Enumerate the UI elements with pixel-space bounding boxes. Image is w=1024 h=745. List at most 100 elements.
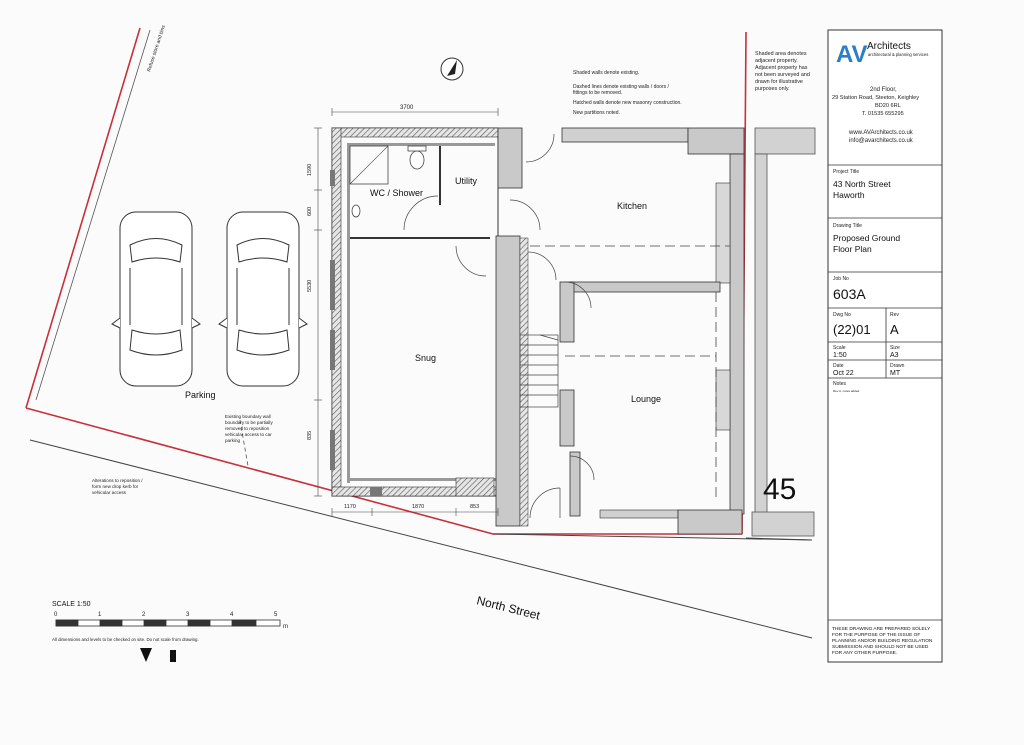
- company-web: www.AVArchitects.co.uk: [848, 130, 914, 136]
- footer-disclaimer: THESE DRAWING ARE PREPARED SOLELY FOR TH…: [832, 626, 933, 656]
- company-email: info@avarchitects.co.uk: [849, 138, 914, 144]
- svg-text:1: 1: [98, 612, 102, 618]
- svg-text:0: 0: [54, 612, 58, 618]
- svg-text:Rev: Rev: [890, 312, 899, 318]
- note-dashed-2: fittings to be removed.: [573, 90, 622, 96]
- svg-text:FOR THE PURPOSE OF THE ISSUE O: FOR THE PURPOSE OF THE ISSUE OF: [832, 632, 920, 638]
- car-right: [218, 211, 308, 387]
- svg-text:adjacent property.: adjacent property.: [755, 58, 798, 64]
- boundary-removal-line: [239, 419, 249, 467]
- svg-text:Existing boundary wall: Existing boundary wall: [225, 414, 271, 419]
- room-parking: Parking: [185, 390, 216, 400]
- svg-text:Size: Size: [890, 345, 900, 351]
- snug-block: [330, 127, 541, 497]
- svg-text:FOR ANY OTHER PURPOSE.: FOR ANY OTHER PURPOSE.: [832, 650, 897, 656]
- svg-text:SUBMISSION AND SHOULD NOT BE U: SUBMISSION AND SHOULD NOT BE USED: [832, 644, 929, 650]
- svg-text:Date: Date: [833, 363, 844, 369]
- company-tagline: architectural & planning services: [868, 52, 928, 57]
- notes-text: Rev A, notes added.: [833, 389, 860, 393]
- room-kitchen: Kitchen: [617, 201, 647, 211]
- project-title-line1: 43 North Street: [833, 179, 891, 189]
- alterations-note: Alterations to reposition / form new dro…: [92, 478, 143, 495]
- room-wc: WC / Shower: [370, 188, 423, 198]
- street-name: North Street: [475, 593, 542, 622]
- dim-b2: 1870: [412, 504, 424, 510]
- svg-text:drawn for illustrative: drawn for illustrative: [755, 79, 803, 85]
- revision: A: [890, 322, 899, 337]
- note-shaded: Shaded walls denote existing.: [573, 70, 639, 76]
- svg-text:purposes only.: purposes only.: [755, 86, 790, 92]
- svg-text:4: 4: [230, 612, 234, 618]
- note-hatched: Hatched walls denote new masonry constru…: [573, 100, 682, 106]
- dim-top: 3700: [400, 105, 414, 111]
- partial-mark-2: [170, 650, 176, 662]
- svg-text:Drawn: Drawn: [890, 363, 905, 369]
- drawn-value: MT: [890, 370, 901, 377]
- svg-text:Project Title: Project Title: [833, 169, 859, 175]
- svg-text:Job No: Job No: [833, 276, 849, 282]
- svg-text:PLANNING AND/OR BUILDING REGUL: PLANNING AND/OR BUILDING REGULATION: [832, 638, 933, 644]
- dim-2: 600: [307, 207, 313, 216]
- company-address: 2nd Floor, 29 Station Road, Steeton, Kei…: [832, 87, 919, 144]
- svg-text:2: 2: [142, 612, 146, 618]
- north-arrow-icon: [440, 57, 464, 81]
- svg-text:vehicular access to car: vehicular access to car: [225, 432, 272, 437]
- svg-text:not been surveyed and: not been surveyed and: [755, 72, 810, 78]
- svg-text:29 Station Road, Steeton, Keig: 29 Station Road, Steeton, Keighley: [832, 95, 919, 101]
- adjacent-note: Shaded area denotes adjacent property. A…: [755, 51, 810, 92]
- dimension-lines: [314, 108, 499, 516]
- house-number: 45: [763, 473, 796, 506]
- company-logo: AV Architects architectural & planning s…: [836, 41, 928, 68]
- svg-text:Alterations to reposition /: Alterations to reposition /: [92, 478, 143, 483]
- scale-bar: [55, 619, 281, 627]
- svg-text:boundary to be partially: boundary to be partially: [225, 420, 273, 425]
- svg-text:Notes: Notes: [833, 381, 847, 387]
- size-value: A3: [890, 352, 899, 359]
- date-value: Oct 22: [833, 370, 854, 377]
- company-name: Architects: [867, 41, 911, 52]
- plan-notes: Shaded walls denote existing. Dashed lin…: [573, 70, 682, 116]
- dim-3: 5530: [307, 280, 313, 292]
- note-partitions: New partitions noted.: [573, 110, 620, 116]
- boundary-note: Existing boundary wall boundary to be pa…: [225, 414, 273, 443]
- svg-text:3: 3: [186, 612, 190, 618]
- dim-1: 1590: [307, 164, 313, 176]
- title-block: [827, 29, 943, 663]
- room-utility: Utility: [455, 176, 477, 186]
- disclaimer: All dimensions and levels to be checked …: [52, 637, 199, 642]
- svg-text:form new drop kerb for: form new drop kerb for: [92, 484, 139, 489]
- project-title-line2: Haworth: [833, 190, 865, 200]
- drawing-title-line2: Floor Plan: [833, 244, 872, 254]
- scale-label: SCALE 1:50: [52, 601, 91, 608]
- svg-text:T. 01535 655295: T. 01535 655295: [862, 111, 904, 117]
- svg-text:Dwg No: Dwg No: [833, 312, 851, 318]
- note-dashed-1: Dashed lines denote existing walls / doo…: [573, 84, 669, 90]
- scale-value: 1:50: [833, 352, 847, 359]
- svg-text:removed to reposition: removed to reposition: [225, 426, 270, 431]
- job-number: 603A: [833, 286, 866, 302]
- dim-b1: 1170: [344, 504, 356, 510]
- car-left: [111, 211, 201, 387]
- drawing-number: (22)01: [833, 322, 871, 337]
- street-lines: [29, 439, 813, 639]
- svg-text:Scale: Scale: [833, 345, 846, 351]
- svg-text:THESE DRAWING ARE PREPARED SOL: THESE DRAWING ARE PREPARED SOLELY: [832, 626, 931, 632]
- logo-letters: AV: [836, 41, 868, 68]
- svg-text:vehicular access: vehicular access: [92, 490, 127, 495]
- room-snug: Snug: [415, 353, 436, 363]
- scale-unit: m: [283, 624, 288, 630]
- svg-text:5: 5: [274, 612, 278, 618]
- drawing-title-line1: Proposed Ground: [833, 233, 900, 243]
- dim-b3: 853: [470, 504, 479, 510]
- adjacent-property: [751, 127, 816, 537]
- side-boundary-line: [35, 29, 151, 401]
- svg-text:Adjacent property has: Adjacent property has: [755, 65, 808, 71]
- dim-4: 835: [307, 431, 313, 440]
- main-house: [495, 127, 745, 535]
- room-lounge: Lounge: [631, 394, 661, 404]
- svg-text:BD20 6RL: BD20 6RL: [875, 103, 901, 109]
- svg-text:2nd Floor,: 2nd Floor,: [870, 87, 897, 93]
- svg-text:parking: parking: [225, 438, 241, 443]
